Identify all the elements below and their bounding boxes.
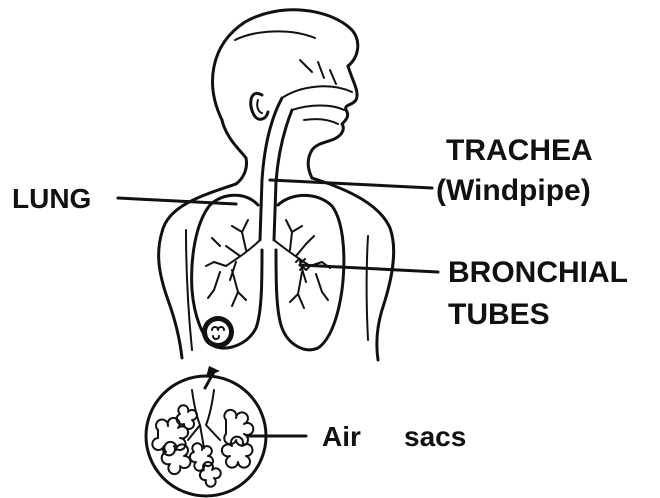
lung-air-sac-highlight: [202, 316, 234, 348]
label-trachea-sub: (Windpipe): [436, 174, 591, 207]
right-lung: [274, 195, 344, 349]
label-lung: LUNG: [12, 183, 91, 214]
label-bronchial: BRONCHIAL: [448, 256, 628, 289]
label-air: Air: [322, 421, 361, 452]
label-sacs: sacs: [404, 421, 466, 452]
bronchial-leader-line: [300, 265, 438, 272]
trachea-leader-line: [270, 180, 432, 188]
head-outline: [213, 10, 358, 184]
label-trachea: TRACHEA: [446, 134, 593, 167]
label-tubes: TUBES: [448, 298, 550, 331]
